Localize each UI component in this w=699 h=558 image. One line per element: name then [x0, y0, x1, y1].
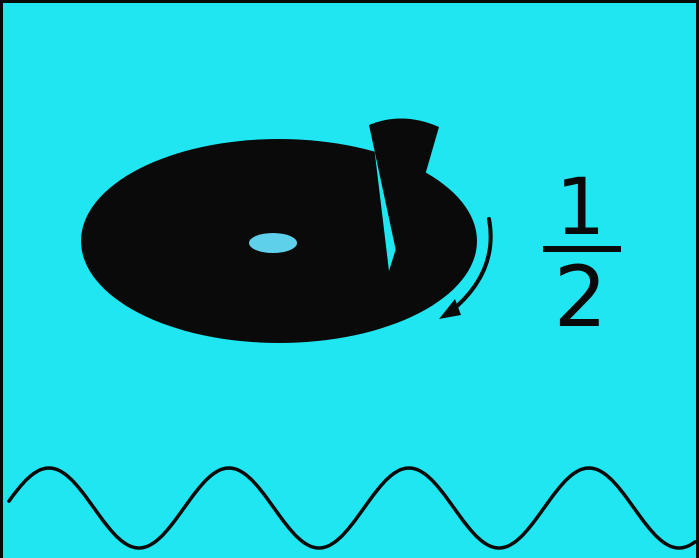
fraction-label: 1 2 [533, 173, 628, 348]
fraction-numerator: 1 [533, 173, 628, 243]
disc-center-hole [249, 233, 297, 253]
sine-wave-icon [9, 468, 695, 548]
fraction-denominator: 2 [533, 255, 628, 340]
rotation-arrow-head [439, 299, 461, 319]
